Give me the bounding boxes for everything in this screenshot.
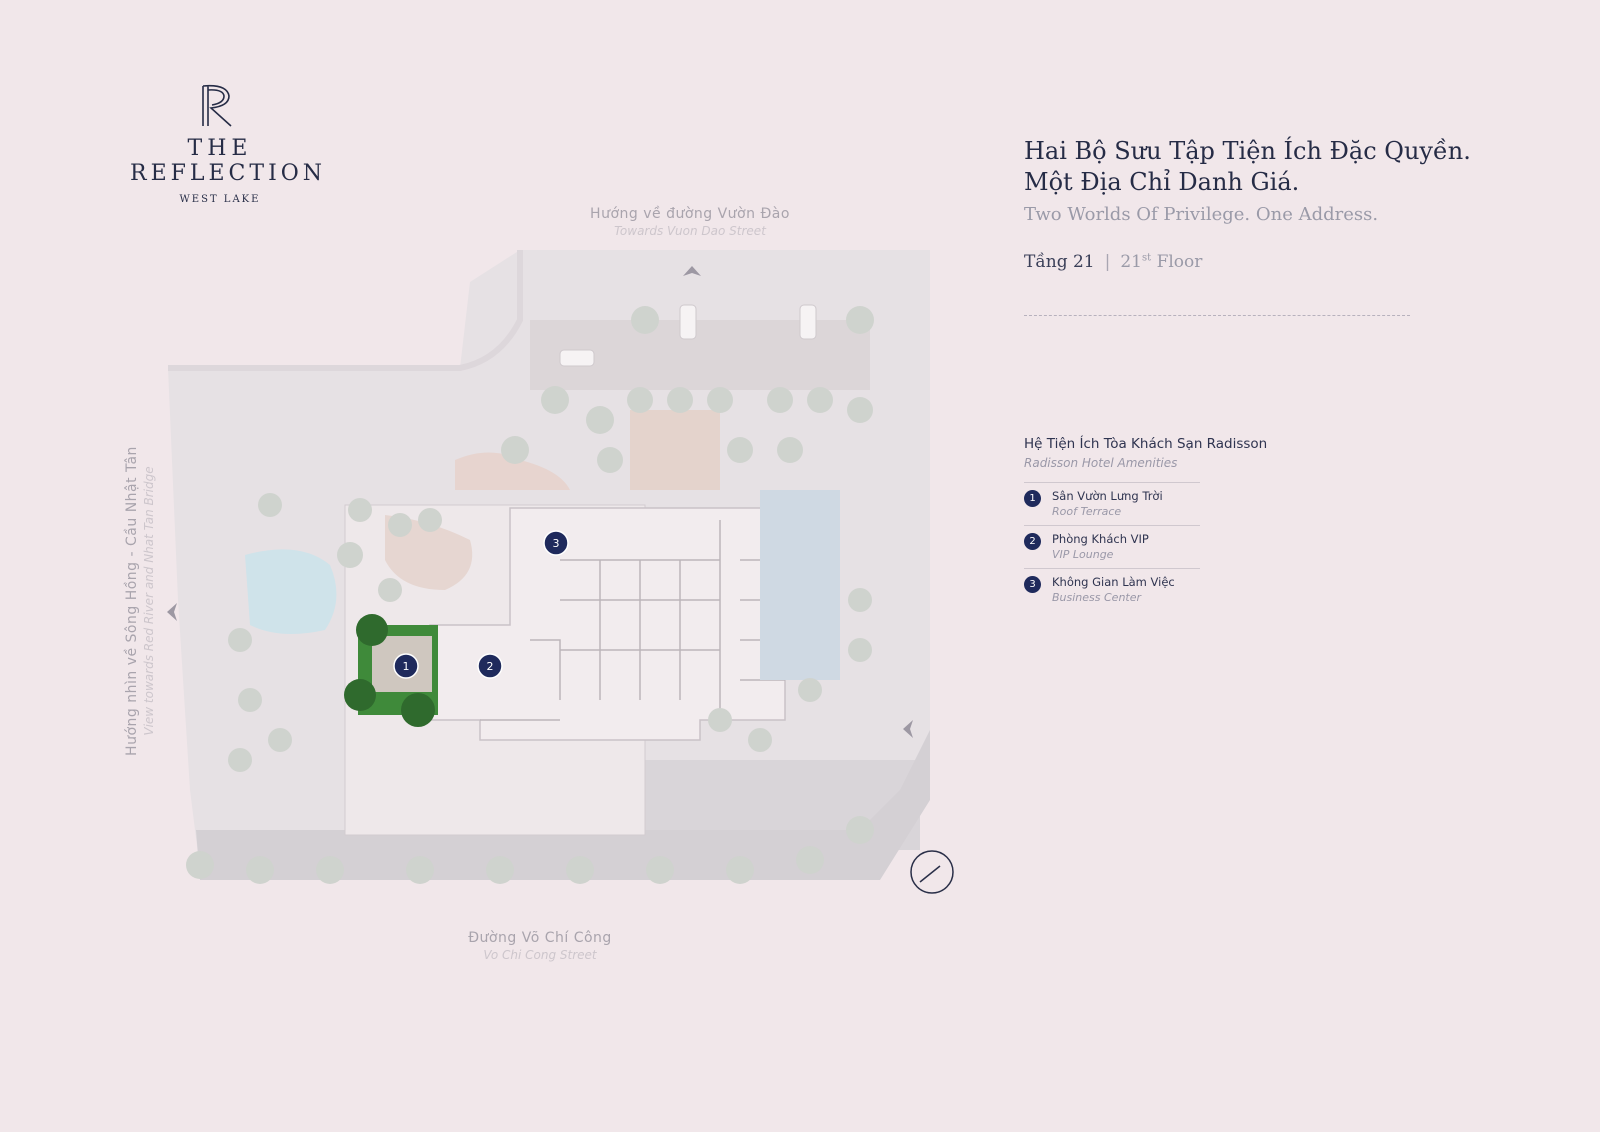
amenities-list: 1 Sân Vườn Lưng Trời Roof Terrace 2 Phòn… [1024,482,1200,611]
page-heading: Hai Bộ Sưu Tập Tiện Ích Đặc Quyền. Một Đ… [1024,136,1471,225]
arrow-left-icon [167,603,177,621]
compass-icon [910,850,954,894]
parked-cars [559,304,817,367]
street-label-bottom: Đường Võ Chí Công Vo Chi Cong Street [420,930,660,962]
street-left-vi: Hướng nhìn về Sông Hồng - Cầu Nhật Tân [124,446,140,756]
marker-2-label: 2 [487,660,494,673]
street-bottom-en: Vo Chi Cong Street [483,948,597,962]
logo-line-reflection: REFLECTION [130,161,327,186]
floor-en-suffix: st [1142,252,1152,264]
amenity-name-en: Business Center [1052,591,1142,604]
floor-en-word: Floor [1156,252,1203,272]
street-top-vi: Hướng về đường Vườn Đào [590,206,790,222]
access-road [168,250,523,371]
marker-3: 3 [543,530,569,556]
amenities-subtitle: Radisson Hotel Amenities [1024,456,1178,470]
street-bottom-vi: Đường Võ Chí Công [468,930,612,946]
r-monogram-icon [202,84,232,127]
amenity-number: 3 [1024,576,1041,593]
brand-logo: THE REFLECTION WEST LAKE [130,82,327,205]
amenity-name-vi: Phòng Khách VIP [1052,532,1149,546]
street-left-en: View towards Red River and Nhat Tan Brid… [142,466,156,736]
title-line-2: Một Địa Chỉ Danh Giá. [1024,168,1300,196]
divider-dashed [1024,315,1410,316]
amenity-name-vi: Không Gian Làm Việc [1052,575,1175,589]
playground [455,452,570,490]
orchard [630,410,720,490]
floor-separator: | [1104,252,1111,272]
title-line-1: Hai Bộ Sưu Tập Tiện Ích Đặc Quyền. [1024,137,1471,165]
street-top-en: Towards Vuon Dao Street [614,224,766,238]
amenities-legend: Hệ Tiện Ích Tòa Khách Sạn Radisson Radis… [1024,436,1284,611]
pool-left [245,549,337,634]
amenity-name-en: VIP Lounge [1052,548,1114,561]
marker-2: 2 [477,653,503,679]
amenity-number: 2 [1024,533,1041,550]
trees [186,306,874,884]
logo-line-westlake: WEST LAKE [179,194,261,205]
pool-right [760,490,840,680]
list-item: 1 Sân Vườn Lưng Trời Roof Terrace [1024,483,1200,526]
garden-top [530,320,870,390]
amenities-title: Hệ Tiện Ích Tòa Khách Sạn Radisson [1024,436,1268,452]
floor-vi: Tầng 21 [1024,252,1095,272]
arrow-up-icon [683,266,701,276]
list-item: 2 Phòng Khách VIP VIP Lounge [1024,526,1200,569]
marker-3-label: 3 [553,537,560,550]
roof-terrace-trees [344,614,435,727]
amenity-name-en: Roof Terrace [1052,505,1122,518]
street-label-top: Hướng về đường Vườn Đào Towards Vuon Dao… [560,206,820,238]
bottom-road [196,730,930,880]
amenity-name-vi: Sân Vườn Lưng Trời [1052,489,1163,503]
arrow-left-right-side-icon [903,720,913,738]
marker-1: 1 [393,653,419,679]
amenity-number: 1 [1024,490,1041,507]
street-label-left: Hướng nhìn về Sông Hồng - Cầu Nhật Tân V… [124,401,156,801]
marker-1-label: 1 [403,660,410,673]
title-english: Two Worlds Of Privilege. One Address. [1024,204,1379,225]
floor-label: Tầng 21 | 21st Floor [1024,252,1202,272]
floor-en-num: 21 [1120,252,1142,272]
list-item: 3 Không Gian Làm Việc Business Center [1024,569,1200,611]
logo-line-the: THE [187,136,253,161]
